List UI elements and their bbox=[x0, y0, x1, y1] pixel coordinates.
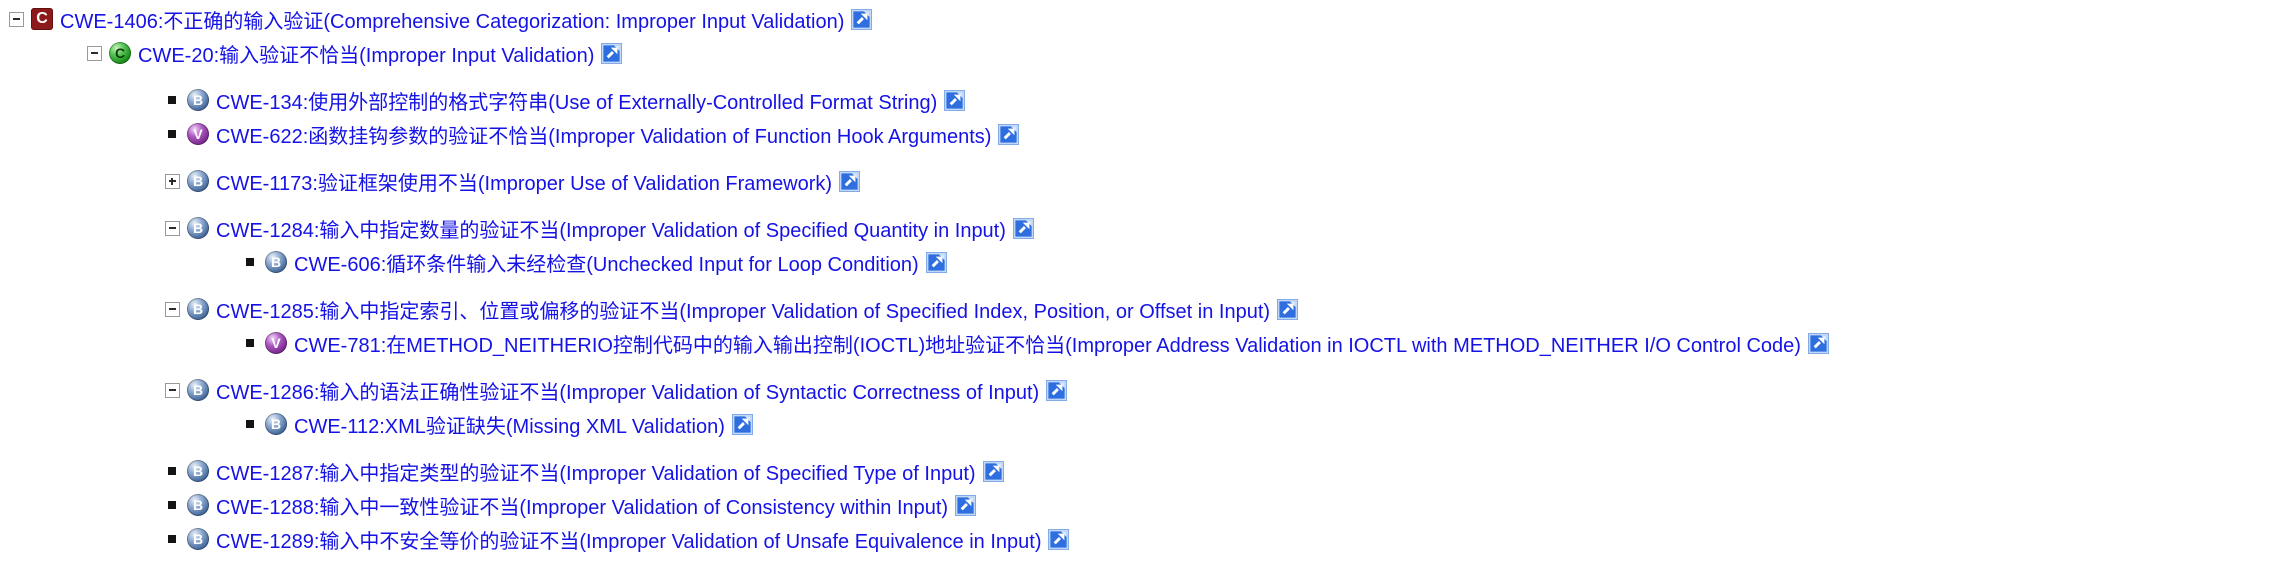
class-icon: C bbox=[109, 42, 131, 64]
external-link-icon[interactable] bbox=[955, 494, 977, 516]
bullet-icon bbox=[168, 96, 176, 104]
marker-slot bbox=[164, 382, 180, 398]
external-link-icon[interactable] bbox=[925, 251, 947, 273]
marker-slot bbox=[86, 45, 102, 61]
tree-row-cwe-1284: B CWE-1284:输入中指定数量的验证不当(Improper Validat… bbox=[0, 211, 2284, 245]
base-icon: B bbox=[187, 89, 209, 111]
base-icon: B bbox=[187, 460, 209, 482]
cwe-link[interactable]: CWE-1289:输入中不安全等价的验证不当(Improper Validati… bbox=[216, 530, 1042, 553]
bullet-icon bbox=[168, 130, 176, 138]
cwe-link[interactable]: CWE-606:循环条件输入未经检查(Unchecked Input for L… bbox=[294, 253, 919, 276]
tree-row-cwe-1289: B CWE-1289:输入中不安全等价的验证不当(Improper Valida… bbox=[0, 522, 2284, 556]
external-link-icon[interactable] bbox=[1048, 528, 1070, 550]
category-icon: C bbox=[31, 8, 53, 30]
marker-slot bbox=[242, 254, 258, 270]
base-icon: B bbox=[187, 170, 209, 192]
marker-slot bbox=[242, 416, 258, 432]
tree-row-cwe-112: B CWE-112:XML验证缺失(Missing XML Validation… bbox=[0, 407, 2284, 441]
tree-row-cwe-622: V CWE-622:函数挂钩参数的验证不恰当(Improper Validati… bbox=[0, 117, 2284, 151]
variant-icon: V bbox=[187, 123, 209, 145]
cwe-link[interactable]: CWE-1284:输入中指定数量的验证不当(Improper Validatio… bbox=[216, 219, 1006, 242]
cwe-link[interactable]: CWE-622:函数挂钩参数的验证不恰当(Improper Validation… bbox=[216, 125, 992, 148]
cwe-link[interactable]: CWE-781:在METHOD_NEITHERIO控制代码中的输入输出控制(IO… bbox=[294, 334, 1801, 357]
base-icon: B bbox=[187, 494, 209, 516]
external-link-icon[interactable] bbox=[982, 460, 1004, 482]
tree-row-cwe-1288: B CWE-1288:输入中一致性验证不当(Improper Validatio… bbox=[0, 488, 2284, 522]
bullet-icon bbox=[168, 467, 176, 475]
expand-icon[interactable] bbox=[164, 173, 180, 189]
external-link-icon[interactable] bbox=[944, 89, 966, 111]
marker-slot bbox=[8, 11, 24, 27]
tree-row-cwe-1173: B CWE-1173:验证框架使用不当(Improper Use of Vali… bbox=[0, 164, 2284, 198]
bullet-icon bbox=[246, 420, 254, 428]
marker-slot bbox=[164, 92, 180, 108]
marker-slot bbox=[164, 463, 180, 479]
base-icon: B bbox=[265, 251, 287, 273]
base-icon: B bbox=[187, 379, 209, 401]
bullet-icon bbox=[168, 501, 176, 509]
base-icon: B bbox=[187, 217, 209, 239]
external-link-icon[interactable] bbox=[839, 170, 861, 192]
cwe-link[interactable]: CWE-20:输入验证不恰当(Improper Input Validation… bbox=[138, 44, 595, 67]
bullet-icon bbox=[246, 339, 254, 347]
cwe-link[interactable]: CWE-112:XML验证缺失(Missing XML Validation) bbox=[294, 415, 725, 438]
base-icon: B bbox=[187, 528, 209, 550]
tree-row-cwe-1286: B CWE-1286:输入的语法正确性验证不当(Improper Validat… bbox=[0, 373, 2284, 407]
cwe-link[interactable]: CWE-1288:输入中一致性验证不当(Improper Validation … bbox=[216, 496, 949, 519]
marker-slot bbox=[164, 301, 180, 317]
cwe-link[interactable]: CWE-1173:验证框架使用不当(Improper Use of Valida… bbox=[216, 172, 833, 195]
marker-slot bbox=[164, 173, 180, 189]
cwe-link[interactable]: CWE-1406:不正确的输入验证(Comprehensive Categori… bbox=[60, 10, 845, 33]
bullet-icon bbox=[246, 258, 254, 266]
cwe-link[interactable]: CWE-134:使用外部控制的格式字符串(Use of Externally-C… bbox=[216, 91, 938, 114]
base-icon: B bbox=[187, 298, 209, 320]
marker-slot bbox=[164, 220, 180, 236]
tree-row-cwe-134: B CWE-134:使用外部控制的格式字符串(Use of Externally… bbox=[0, 83, 2284, 117]
cwe-link[interactable]: CWE-1285:输入中指定索引、位置或偏移的验证不当(Improper Val… bbox=[216, 300, 1271, 323]
collapse-icon[interactable] bbox=[8, 11, 24, 27]
external-link-icon[interactable] bbox=[1807, 332, 1829, 354]
marker-slot bbox=[164, 126, 180, 142]
external-link-icon[interactable] bbox=[1277, 298, 1299, 320]
tree-row-cwe-781: V CWE-781:在METHOD_NEITHERIO控制代码中的输入输出控制(… bbox=[0, 326, 2284, 360]
collapse-icon[interactable] bbox=[86, 45, 102, 61]
bullet-icon bbox=[168, 535, 176, 543]
tree-row-cwe-606: B CWE-606:循环条件输入未经检查(Unchecked Input for… bbox=[0, 245, 2284, 279]
external-link-icon[interactable] bbox=[851, 8, 873, 30]
collapse-icon[interactable] bbox=[164, 220, 180, 236]
collapse-icon[interactable] bbox=[164, 382, 180, 398]
cwe-link[interactable]: CWE-1287:输入中指定类型的验证不当(Improper Validatio… bbox=[216, 462, 976, 485]
marker-slot bbox=[242, 335, 258, 351]
external-link-icon[interactable] bbox=[731, 413, 753, 435]
tree-row-cwe-1406: C CWE-1406:不正确的输入验证(Comprehensive Catego… bbox=[0, 2, 2284, 36]
tree-row-cwe-1287: B CWE-1287:输入中指定类型的验证不当(Improper Validat… bbox=[0, 454, 2284, 488]
external-link-icon[interactable] bbox=[1046, 379, 1068, 401]
external-link-icon[interactable] bbox=[601, 42, 623, 64]
tree-row-cwe-1285: B CWE-1285:输入中指定索引、位置或偏移的验证不当(Improper V… bbox=[0, 292, 2284, 326]
marker-slot bbox=[164, 497, 180, 513]
collapse-icon[interactable] bbox=[164, 301, 180, 317]
cwe-link[interactable]: CWE-1286:输入的语法正确性验证不当(Improper Validatio… bbox=[216, 381, 1040, 404]
external-link-icon[interactable] bbox=[998, 123, 1020, 145]
tree-row-cwe-20: C CWE-20:输入验证不恰当(Improper Input Validati… bbox=[0, 36, 2284, 70]
external-link-icon[interactable] bbox=[1012, 217, 1034, 239]
marker-slot bbox=[164, 531, 180, 547]
variant-icon: V bbox=[265, 332, 287, 354]
base-icon: B bbox=[265, 413, 287, 435]
